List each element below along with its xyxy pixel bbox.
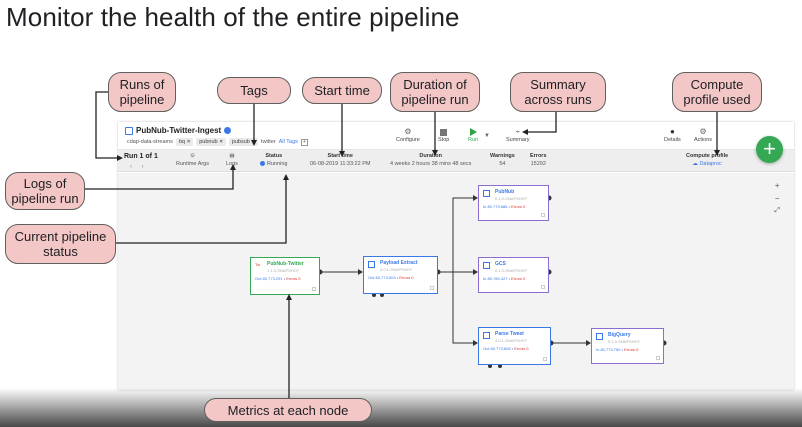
fit-icon[interactable]: ⤢: [774, 207, 780, 214]
zoom-controls: + − ⤢: [774, 181, 780, 215]
run-button[interactable]: Run: [468, 127, 478, 143]
configure-button[interactable]: ⚙Configure: [396, 127, 420, 143]
run-counter: Run 1 of 1: [124, 153, 158, 160]
status-dot-icon: [260, 161, 265, 167]
runtime-args-icon: ⊙: [190, 153, 195, 159]
pubnub-icon: [483, 190, 490, 197]
callout-logs: Logs of pipeline run: [5, 172, 85, 210]
twitter-icon: Tw: [255, 262, 261, 267]
run-dropdown[interactable]: ▼: [484, 131, 490, 141]
actions-button[interactable]: ⚙Actions: [694, 127, 713, 143]
logs-icon: ▤: [229, 153, 235, 159]
node-payload-extract[interactable]: Payload Extract 4.0.1-SNAPSHOT Out 80,77…: [363, 256, 438, 294]
actions-gear-icon: ⚙: [699, 127, 707, 136]
stop-button[interactable]: Stop: [438, 127, 449, 143]
summary-button[interactable]: ⌁Summary: [506, 127, 530, 143]
remove-tag-icon: ×: [219, 139, 223, 145]
pipeline-toolbar: PubNub-Twitter-Ingest cdap-data-streams …: [118, 122, 794, 150]
node-menu-icon: [541, 285, 545, 289]
node-gcs[interactable]: GCS 0.1.0-SNAPSHOT In 80,780,427 • Error…: [478, 257, 549, 293]
node-menu-icon: [312, 287, 316, 291]
slide-title: Monitor the health of the entire pipelin…: [6, 2, 460, 32]
pipeline-app-window: PubNub-Twitter-Ingest cdap-data-streams …: [118, 122, 794, 390]
tag-row: cdap-data-streams bq× pubnub× pubsub× tw…: [127, 138, 308, 146]
node-menu-icon: [430, 286, 434, 290]
details-button[interactable]: ●Details: [664, 127, 681, 143]
run-icon: [469, 128, 477, 136]
bigquery-icon: [596, 333, 603, 340]
compute-profile-link[interactable]: Dataproc: [699, 161, 722, 167]
callout-start-time: Start time: [302, 77, 382, 104]
add-icon: +: [763, 136, 776, 161]
run-info-bar: Run 1 of 1 ‹ › ⊙Runtime Args ▤Logs Statu…: [118, 150, 794, 172]
configure-icon: ⚙: [404, 127, 412, 136]
bottom-shade: [0, 388, 802, 427]
stop-icon: [440, 129, 448, 136]
node-connectors: [317, 195, 667, 368]
node-bigquery[interactable]: BigQuery 0.1.0-SNAPSHOT In 80,773,760 • …: [591, 328, 664, 364]
tag-chip[interactable]: bq×: [175, 138, 194, 146]
tag-chip[interactable]: pubnub×: [196, 138, 226, 146]
tag-chip[interactable]: pubsub×: [228, 138, 259, 146]
node-pubnub-twitter[interactable]: Tw PubNub-Twitter 1.1.0-SNAPSHOT Out 80,…: [250, 257, 320, 295]
info-icon[interactable]: [224, 127, 232, 134]
logs-button[interactable]: ▤Logs: [226, 153, 238, 167]
transform-icon: [483, 332, 490, 339]
node-parse-tweet[interactable]: Parse Tweet 4.0.1-SNAPSHOT Out 80,773,60…: [478, 327, 551, 365]
zoom-out-icon[interactable]: −: [774, 194, 780, 203]
node-menu-icon: [541, 213, 545, 217]
all-tags-link[interactable]: All Tags: [278, 139, 298, 145]
zoom-in-icon[interactable]: +: [774, 181, 780, 190]
details-icon: ●: [669, 127, 675, 136]
run-nav-arrows[interactable]: ‹ ›: [130, 164, 148, 170]
callout-metrics: Metrics at each node: [204, 398, 372, 422]
pipeline-icon: [125, 126, 133, 135]
chevron-down-icon: ▼: [484, 133, 490, 139]
cloud-icon: ☁: [692, 161, 700, 167]
node-menu-icon: [543, 357, 547, 361]
summary-chart-icon: ⌁: [515, 127, 521, 136]
add-button[interactable]: +: [756, 136, 783, 163]
node-pubnub[interactable]: PubNub 0.1.0-SNAPSHOT In 80,773,686 • Er…: [478, 185, 549, 221]
callout-duration: Duration of pipeline run: [390, 72, 480, 112]
callout-compute: Compute profile used: [672, 72, 762, 112]
pipeline-name: PubNub-Twitter-Ingest: [125, 126, 232, 135]
callout-tags: Tags: [217, 77, 291, 104]
remove-tag-icon: ×: [186, 139, 191, 145]
callout-runs: Runs of pipeline: [108, 72, 176, 112]
pipeline-name-label: PubNub-Twitter-Ingest: [136, 126, 222, 135]
gcs-icon: [483, 262, 490, 269]
node-menu-icon: [656, 356, 660, 360]
namespace-label: cdap-data-streams: [127, 139, 173, 145]
runtime-args-button[interactable]: ⊙Runtime Args: [176, 153, 210, 167]
transform-icon: [368, 261, 375, 268]
pipeline-canvas[interactable]: Tw PubNub-Twitter 1.1.0-SNAPSHOT Out 80,…: [118, 173, 794, 390]
callout-summary: Summary across runs: [510, 72, 606, 112]
compute-profile-field: Compute profile☁ Dataproc: [686, 153, 729, 167]
tag-plain[interactable]: twitter: [261, 139, 276, 145]
add-tag-icon[interactable]: +: [300, 138, 308, 146]
callout-status: Current pipeline status: [5, 224, 116, 264]
remove-tag-icon: ×: [251, 139, 256, 145]
